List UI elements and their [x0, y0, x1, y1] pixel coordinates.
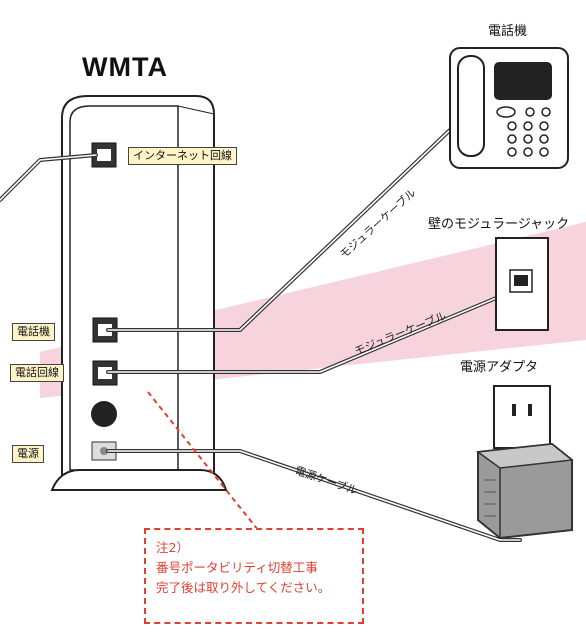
- internet-port: [91, 142, 117, 168]
- wall-jack-icon: [495, 237, 549, 331]
- tag-internet-line: インターネット回線: [128, 147, 237, 165]
- tag-phone: 電話機: [12, 323, 55, 341]
- telephone-icon: [449, 47, 569, 169]
- device-title: WMTA: [82, 52, 168, 82]
- note-leader-line: [147, 391, 259, 531]
- note-line-3: 完了後は取り外してください。: [156, 580, 331, 595]
- wall-jack-label: 壁のモジュラージャック: [428, 217, 570, 232]
- adapter-label: 電源アダプタ: [460, 360, 539, 375]
- note-line-1: 注2）: [156, 540, 189, 555]
- note-box: 注2） 番号ポータビリティ切替工事 完了後は取り外してください。: [144, 528, 364, 624]
- note-line-2: 番号ポータビリティ切替工事: [156, 560, 318, 575]
- power-button: [91, 401, 117, 427]
- phone-label: 電話機: [488, 24, 528, 39]
- power-adapter-icon: [475, 385, 574, 540]
- tag-phone-line: 電話回線: [10, 364, 64, 382]
- tag-power: 電源: [12, 445, 44, 463]
